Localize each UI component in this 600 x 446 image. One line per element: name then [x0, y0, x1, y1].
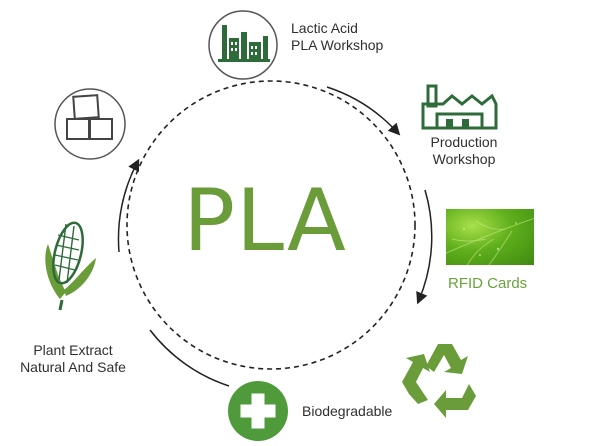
- arc-biodegradable-to-plant: [149, 329, 230, 387]
- label-rfid-cards: RFID Cards: [448, 275, 528, 292]
- recycle-icon: [402, 344, 476, 418]
- arc-lactic-to-production: [326, 86, 401, 136]
- arc-production-to-rfid: [416, 189, 433, 305]
- label-line: Production: [430, 134, 498, 150]
- factory-icon: [208, 10, 278, 80]
- workshop-icon: [421, 84, 498, 130]
- label-line: PLA Workshop: [291, 37, 384, 53]
- label-line: Plant Extract: [33, 342, 113, 358]
- label-line: Lactic Acid: [291, 20, 358, 36]
- label-line: Natural And Safe: [20, 359, 126, 375]
- arc-plant-to-boxes: [117, 158, 140, 253]
- center-title: PLA: [183, 171, 347, 271]
- label-production-workshop: Production Workshop: [416, 134, 512, 168]
- label-plant-extract: Plant Extract Natural And Safe: [14, 342, 132, 376]
- boxes-icon: [54, 88, 126, 160]
- green-leaf-image: [446, 209, 534, 265]
- corn-icon: [45, 221, 96, 311]
- plus-icon: [228, 381, 288, 441]
- inner-dashed-circle: [126, 80, 416, 370]
- label-biodegradable: Biodegradable: [302, 403, 393, 419]
- label-line: Workshop: [432, 151, 496, 167]
- label-lactic-acid-workshop: Lactic Acid PLA Workshop: [291, 20, 383, 54]
